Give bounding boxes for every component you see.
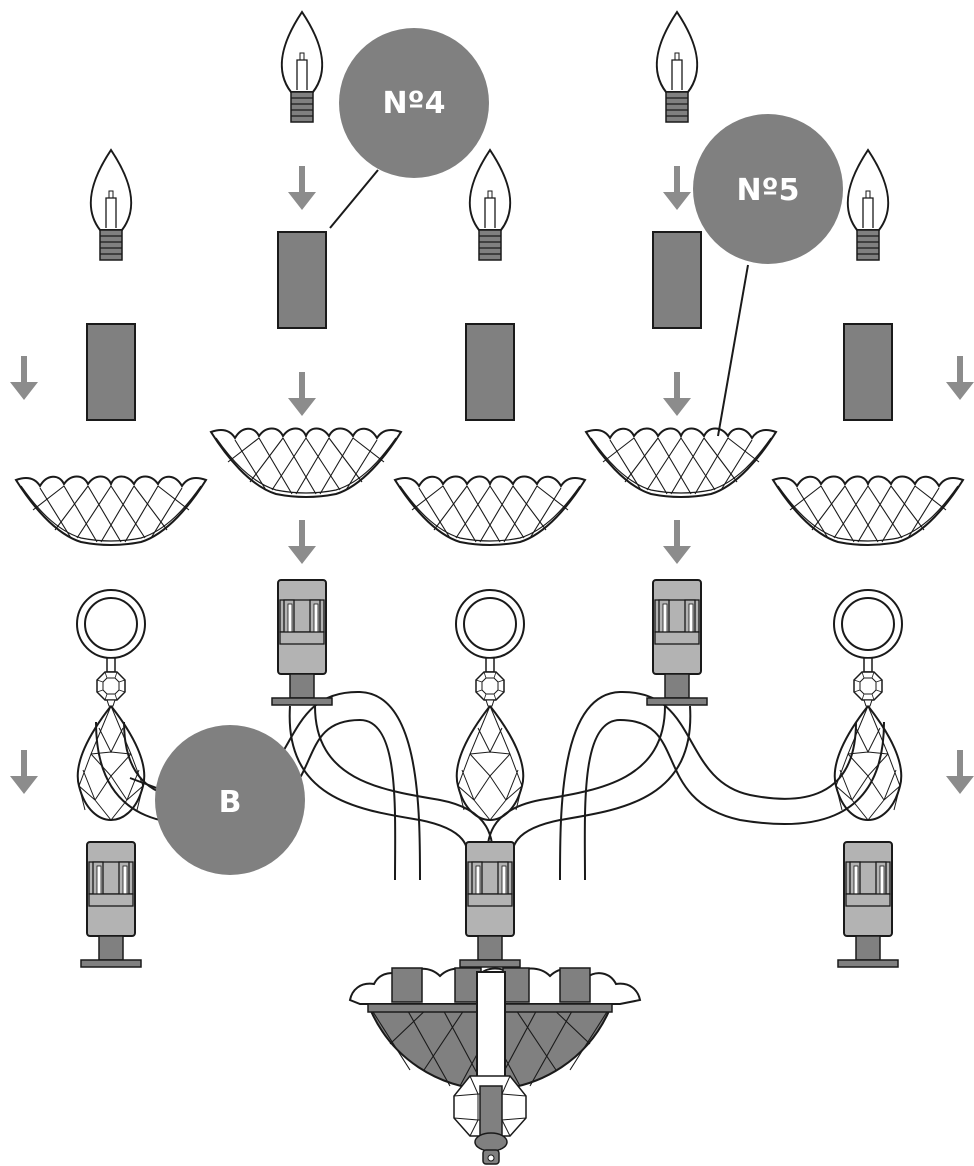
callout-no5-label: Nº5 (737, 173, 800, 208)
arrow-down-icon (288, 372, 316, 416)
candle-sleeve-icon (86, 323, 136, 421)
crystal-bobeche-icon (210, 427, 402, 498)
bulb-socket-icon (646, 579, 708, 706)
arrow-down-icon (946, 750, 974, 794)
crystal-bobeche-icon (394, 475, 586, 546)
bulb-socket-icon (271, 579, 333, 706)
candle-bulb-icon (89, 149, 133, 261)
candle-sleeve-icon (277, 231, 327, 329)
crystal-bobeche-icon (772, 475, 964, 546)
candle-sleeve-icon (652, 231, 702, 329)
arrow-down-icon (663, 166, 691, 210)
arrow-down-icon (288, 166, 316, 210)
crystal-bobeche-icon (15, 475, 207, 546)
arrow-down-icon (288, 520, 316, 564)
candle-bulb-icon (846, 149, 890, 261)
crystal-bobeche-icon (585, 427, 777, 498)
candle-sleeve-icon (843, 323, 893, 421)
candle-sleeve-icon (465, 323, 515, 421)
candle-bulb-icon (655, 11, 699, 123)
crystal-pendant-icon (455, 589, 525, 821)
arrow-down-icon (10, 750, 38, 794)
bulb-socket-icon (459, 841, 521, 968)
candle-bulb-icon (280, 11, 324, 123)
callout-b-label: B (219, 785, 242, 820)
arrow-down-icon (663, 372, 691, 416)
chandelier-body-icon (348, 967, 642, 1165)
callout-no4-label: Nº4 (383, 86, 446, 121)
arrow-down-icon (10, 356, 38, 400)
arrow-down-icon (946, 356, 974, 400)
arrow-down-icon (663, 520, 691, 564)
crystal-pendant-icon (833, 589, 903, 821)
bulb-socket-icon (80, 841, 142, 968)
callout-b: B (129, 725, 305, 875)
callout-no5: Nº5 (693, 114, 843, 437)
callout-no4: Nº4 (329, 28, 489, 229)
bulb-socket-icon (837, 841, 899, 968)
candle-bulb-icon (468, 149, 512, 261)
